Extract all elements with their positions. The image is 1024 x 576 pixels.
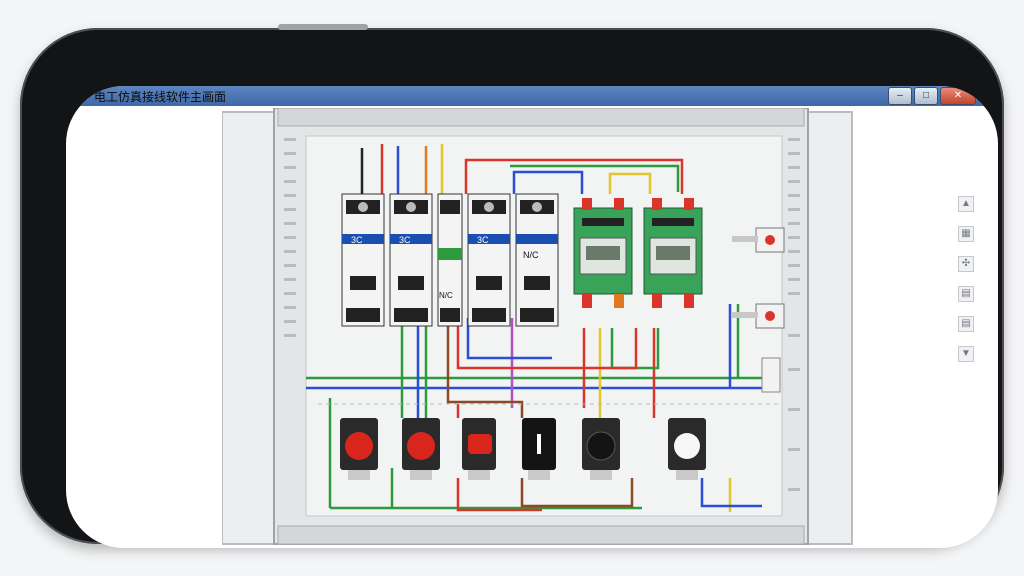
breaker-5[interactable]: N/C	[515, 193, 559, 327]
mushroom-button-red[interactable]	[462, 418, 496, 480]
pushbutton-row	[340, 418, 706, 480]
wire-brown-1[interactable]	[446, 318, 524, 418]
window-controls: – □ ✕	[888, 87, 976, 105]
start-button-black[interactable]	[582, 418, 620, 480]
cabinet-bottom-rail	[277, 525, 805, 545]
wire-yellow-top[interactable]	[608, 172, 652, 194]
cabinet-top-rail	[277, 107, 805, 127]
wire-blue-top[interactable]	[512, 170, 584, 194]
breaker-group: 3C 3C	[341, 193, 559, 327]
cabinet-right-door	[807, 111, 853, 545]
close-button[interactable]: ✕	[940, 87, 976, 105]
terminal-block[interactable]	[761, 357, 781, 393]
wire-red-top[interactable]	[464, 158, 684, 194]
breaker-4-label: 3C	[477, 235, 489, 245]
breaker-2-label: 3C	[399, 235, 411, 245]
arrow-down-icon[interactable]: ▼	[958, 346, 974, 362]
arrow-up-icon[interactable]: ▲	[958, 196, 974, 212]
relay-1[interactable]	[732, 227, 785, 253]
wiring	[306, 144, 762, 512]
breaker-4[interactable]: 3C	[467, 193, 511, 327]
maximize-button[interactable]: □	[914, 87, 938, 105]
fan-icon[interactable]: ✣	[958, 256, 974, 272]
start-button-white[interactable]	[668, 418, 706, 480]
breaker-1-label: 3C	[351, 235, 363, 245]
minimize-button[interactable]: –	[888, 87, 912, 105]
phone-top-button	[278, 24, 368, 30]
document-icon[interactable]: ▤	[958, 316, 974, 332]
breaker-2[interactable]: 3C	[389, 193, 433, 327]
stop-button-red-1[interactable]	[340, 418, 378, 480]
wire-blue-bottom[interactable]	[700, 478, 762, 508]
contactor-1[interactable]	[573, 198, 633, 308]
breaker-3[interactable]: N/C	[437, 193, 463, 327]
wiring-canvas[interactable]: 3C 3C	[221, 107, 862, 546]
window-titlebar: 电工仿真接线软件主画面 – □ ✕	[66, 86, 998, 106]
relay-2[interactable]	[732, 303, 785, 329]
cabinet-left-door	[221, 111, 275, 545]
app-screen: 电工仿真接线软件主画面 – □ ✕ ▲ ▦ ✣ ▤ ▤ ▼	[66, 86, 998, 548]
document-icon[interactable]: ▤	[958, 286, 974, 302]
breaker-1[interactable]: 3C	[341, 193, 385, 327]
contactor-2[interactable]	[643, 198, 703, 308]
panel-icon[interactable]: ▦	[958, 226, 974, 242]
breaker-3-label: N/C	[439, 291, 453, 300]
wire-brown-bottom[interactable]	[520, 478, 634, 508]
side-toolbar: ▲ ▦ ✣ ▤ ▤ ▼	[958, 196, 978, 376]
window-title: 电工仿真接线软件主画面	[94, 90, 227, 104]
cabinet-drawing: 3C 3C	[221, 107, 853, 545]
selector-switch-black[interactable]	[522, 418, 556, 480]
phone-frame: 电工仿真接线软件主画面 – □ ✕ ▲ ▦ ✣ ▤ ▤ ▼	[20, 24, 1004, 548]
left-vent-slots	[284, 138, 296, 337]
right-vent-slots	[788, 138, 800, 491]
stop-button-red-2[interactable]	[402, 418, 440, 480]
wire-green-top[interactable]	[510, 164, 680, 192]
wire-red-mid[interactable]	[456, 318, 638, 370]
wire-red-bottom[interactable]	[456, 478, 542, 512]
breaker-5-label: N/C	[523, 250, 539, 260]
wire-blue-mid[interactable]	[466, 318, 552, 360]
